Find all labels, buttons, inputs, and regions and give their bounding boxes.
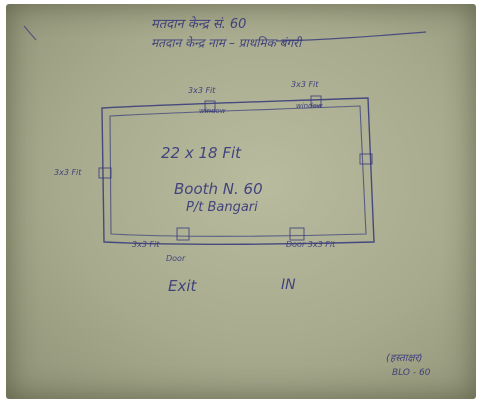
top-left-window-size: 3x3 Fit <box>188 86 216 95</box>
top-left-window-label: window <box>199 107 226 115</box>
bottom-left-door-size: 3x3 Fit <box>132 240 160 249</box>
header-underline <box>275 31 427 42</box>
room-outer-wall <box>101 97 375 246</box>
booth-number: Booth N. 60 <box>174 180 263 198</box>
bottom-left-door-label: Door <box>166 254 186 263</box>
window-marker-right <box>359 153 373 165</box>
bottom-right-door-label: Door 3x3 Fit <box>286 240 336 249</box>
signature-line-1: (हस्ताक्षर) <box>386 353 423 364</box>
exit-label: Exit <box>168 277 197 295</box>
left-window-size: 3x3 Fit <box>54 168 82 177</box>
top-right-window-size: 3x3 Fit <box>291 80 319 89</box>
in-label: IN <box>281 277 296 293</box>
top-right-window-label: window <box>296 102 323 110</box>
door-marker-bottom-right <box>289 227 305 241</box>
site-name: P/t Bangari <box>186 200 258 215</box>
window-marker-top-right <box>310 95 322 107</box>
door-marker-bottom-left <box>176 227 190 241</box>
signature-line-2: BLO - 60 <box>392 368 431 378</box>
header-line-2: मतदान केन्द्र नाम – प्राथमिक बंगरी <box>151 36 302 50</box>
header-line-1: मतदान केन्द्र सं. 60 <box>151 17 247 32</box>
corner-mark <box>23 25 37 41</box>
room-inner-wall <box>109 105 367 237</box>
window-marker-top-left <box>204 100 216 112</box>
room-dimensions: 22 x 18 Fit <box>161 144 242 162</box>
floor-plan-sketch <box>23 25 427 246</box>
paper-sheet: मतदान केन्द्र सं. 60 मतदान केन्द्र नाम –… <box>6 4 476 399</box>
window-marker-left <box>98 167 112 179</box>
